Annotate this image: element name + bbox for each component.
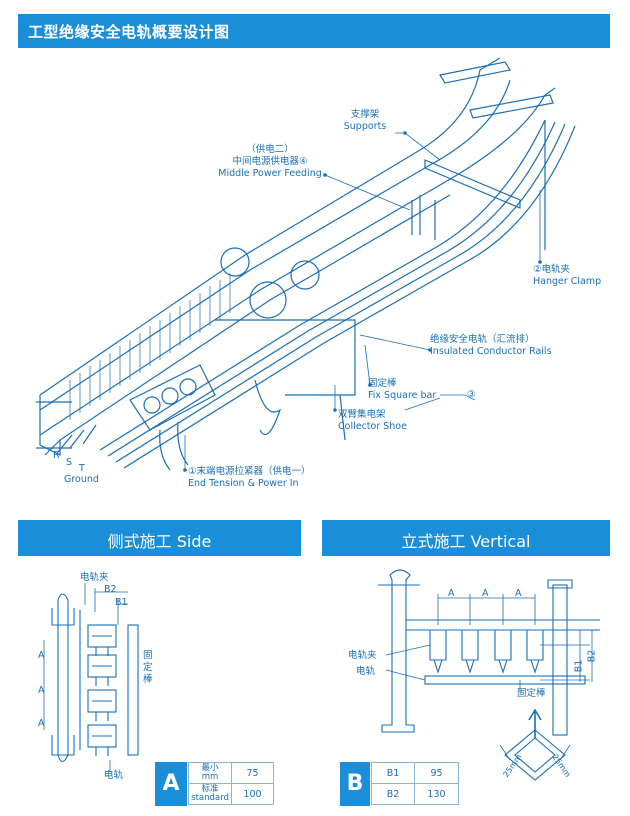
vertical-a-mark-3: A — [515, 588, 522, 599]
fix-square-bar-label: 固定棒 Fix Square bar — [368, 378, 437, 401]
side-section-banner: 侧式施工 Side — [18, 520, 301, 556]
table-cell: 100 — [231, 783, 274, 805]
vertical-dim-25-left: 25mm — [501, 752, 524, 779]
vertical-fixed-bar-label: 固定棒 — [517, 688, 546, 699]
table-cell: 标准 standard — [188, 783, 232, 805]
table-cell: 95 — [414, 762, 459, 784]
table-cell: B1 — [371, 762, 415, 784]
vertical-dimension-table: B1 95 B2 130 — [371, 762, 459, 805]
vertical-rail-label: 电轨 — [356, 666, 376, 677]
phase-r-label: R — [53, 450, 60, 461]
phase-s-label: S — [66, 457, 73, 468]
vertical-a-mark-1: A — [448, 588, 455, 599]
side-section-title: 侧式施工 Side — [107, 532, 212, 551]
table-row: 标准 standard 100 — [188, 783, 274, 805]
vertical-table-letter: B — [340, 762, 370, 806]
side-a-mark-1: A — [38, 650, 45, 661]
side-b1-label: B1 — [115, 597, 128, 608]
vertical-a-mark-2: A — [482, 588, 489, 599]
side-b2-label: B2 — [104, 584, 117, 595]
vertical-section-title: 立式施工 Vertical — [401, 532, 531, 551]
supports-label: 支撑架 Supports — [343, 109, 387, 132]
side-a-mark-2: A — [38, 685, 45, 696]
insulated-conductor-rails-label: 绝缘安全电轨（汇流排） Insulated Conductor Rails — [430, 334, 552, 357]
side-a-mark-3: A — [38, 718, 45, 729]
end-tension-label: ①末端电源拉紧器（供电一） End Tension & Power In — [188, 466, 311, 489]
callout-three: ③ — [467, 389, 476, 400]
vertical-b1-label: B1 — [573, 659, 585, 673]
table-row: B1 95 — [371, 762, 459, 784]
table-cell: 最小 mm — [188, 762, 232, 784]
collector-shoe-label: 双臂集电架 Collector Shoe — [338, 409, 407, 432]
side-dimension-table: 最小 mm 75 标准 standard 100 — [188, 762, 274, 805]
vertical-section-banner: 立式施工 Vertical — [322, 520, 610, 556]
table-cell: B2 — [371, 783, 415, 805]
page-title: 工型绝缘安全电轨概要设计图 — [28, 23, 230, 41]
vertical-clamp-label: 电轨夹 — [348, 650, 377, 661]
side-table-letter: A — [155, 762, 187, 806]
phase-t-label: T — [79, 463, 85, 474]
vertical-dim-25-right: 25mm — [550, 752, 573, 779]
ground-label: Ground — [64, 474, 99, 485]
table-row: 最小 mm 75 — [188, 762, 274, 784]
side-rail-label: 电轨 — [104, 770, 124, 781]
side-clamp-label: 电轨夹 — [80, 572, 109, 583]
middle-power-feeding-label: （供电二） 中间电源供电器④ Middle Power Feeding — [218, 144, 322, 179]
table-cell: 130 — [414, 783, 459, 805]
title-banner: 工型绝缘安全电轨概要设计图 — [18, 14, 610, 48]
table-cell: 75 — [231, 762, 274, 784]
vertical-b2-label: B2 — [586, 649, 598, 663]
hanger-clamp-label: ②电轨夹 Hanger Clamp — [533, 264, 602, 287]
side-fixed-bar-label: 固定棒 — [143, 650, 153, 685]
table-row: B2 130 — [371, 783, 459, 805]
main-rail-diagram — [36, 57, 576, 472]
